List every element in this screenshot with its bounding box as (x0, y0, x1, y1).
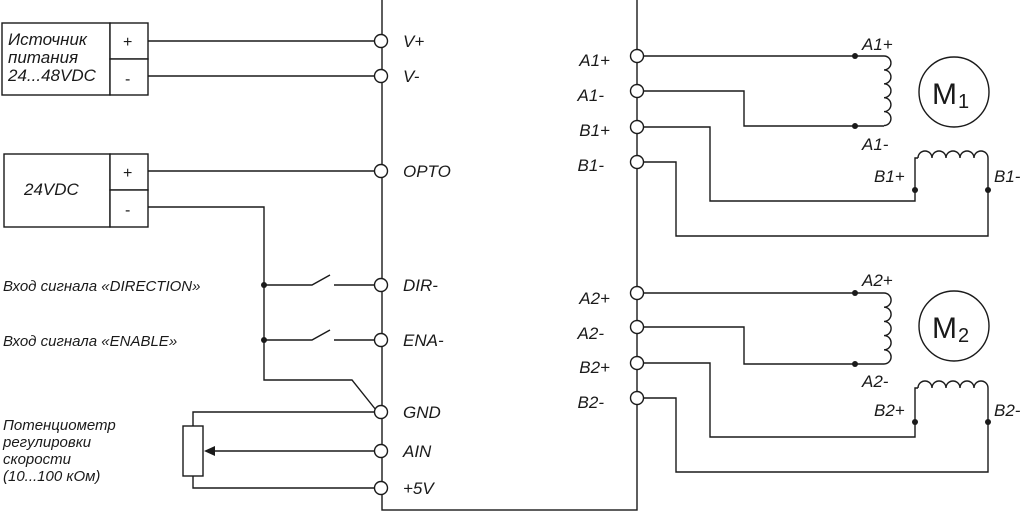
motor2-a-minus-label: A2- (861, 372, 889, 391)
terminal-label-dir: DIR- (403, 276, 438, 295)
svg-text:A1-: A1- (577, 86, 605, 105)
potentiometer-arrow (204, 446, 215, 456)
terminal-v-minus (373, 68, 389, 84)
motor2-b-plus-label: B2+ (874, 401, 905, 420)
terminal-5v (373, 480, 389, 496)
pot-label-3: скорости (3, 451, 72, 468)
svg-text:B2-: B2- (578, 393, 605, 412)
power-supply-label-2: питания (8, 48, 78, 67)
power-supply-block: Источник питания 24...48VDC + - (1, 22, 149, 96)
power-minus-sign: - (125, 71, 130, 88)
terminal-label-v-minus: V- (403, 67, 420, 86)
svg-text:B1-: B1- (578, 156, 605, 175)
motor2-symbol: M 2 (918, 290, 990, 362)
direction-input-label: Вход сигнала «DIRECTION» (3, 278, 200, 295)
junction-dot (852, 361, 858, 367)
terminal-dir (373, 277, 389, 293)
pot-label-4: (10...100 кОм) (3, 468, 100, 485)
terminal-b1-plus (629, 119, 645, 135)
junction-dot (912, 419, 918, 425)
svg-text:B2+: B2+ (579, 358, 610, 377)
terminal-label-v-plus: V+ (403, 32, 424, 51)
motor1-name: M (932, 78, 957, 111)
power-plus-sign: + (123, 34, 132, 51)
terminal-label-ain: AIN (402, 442, 432, 461)
motor2-b-minus-label: B2- (994, 401, 1021, 420)
terminal-b1-minus (629, 154, 645, 170)
terminal-label-gnd: GND (403, 403, 441, 422)
power-supply-label-3: 24...48VDC (7, 66, 97, 85)
supply-24vdc-label: 24VDC (23, 180, 80, 199)
terminal-opto (373, 163, 389, 179)
terminal-a2-minus (629, 319, 645, 335)
terminal-b2-plus (629, 355, 645, 371)
motor2-wiring (644, 290, 991, 473)
terminal-a1-minus (629, 83, 645, 99)
svg-text:A2-: A2- (577, 324, 605, 343)
motor2-sub: 2 (958, 325, 969, 347)
supply-24vdc-minus-sign: - (125, 202, 130, 219)
terminal-label-opto: OPTO (403, 162, 451, 181)
right-terminal-labels: A1+ A1- B1+ B1- A2+ A2- B2+ B2- (577, 51, 611, 412)
left-wiring (148, 40, 377, 489)
power-supply-label-1: Источник (8, 30, 88, 49)
terminal-a1-plus (629, 48, 645, 64)
left-terminals: V+ V- OPTO DIR- ENA- GND AIN +5V (373, 32, 451, 498)
supply-24vdc-block: 24VDC + - (3, 153, 149, 228)
enable-input-label: Вход сигнала «ENABLE» (3, 333, 177, 350)
motor1-a-plus-label: A1+ (861, 35, 893, 54)
terminal-v-plus (373, 33, 389, 49)
junction-dot (912, 187, 918, 193)
supply-24vdc-plus-sign: + (123, 165, 132, 182)
pot-label-1: Потенциометр (3, 417, 116, 434)
junction-dot (852, 123, 858, 129)
terminal-label-5v: +5V (403, 479, 435, 498)
junction-dot (852, 290, 858, 296)
motor1-a-minus-label: A1- (861, 135, 889, 154)
junction-dot (852, 53, 858, 59)
junction-dot (261, 337, 267, 343)
terminal-b2-minus (629, 390, 645, 406)
motor2-a-plus-label: A2+ (861, 271, 893, 290)
motor1-b-minus-label: B1- (994, 167, 1021, 186)
terminal-ain (373, 443, 389, 459)
svg-text:B1+: B1+ (579, 121, 610, 140)
motor1-b-plus-label: B1+ (874, 167, 905, 186)
terminal-a2-plus (629, 285, 645, 301)
driver-box (381, 0, 638, 511)
potentiometer (182, 425, 204, 477)
motor2-name: M (932, 312, 957, 345)
motor1-symbol: M 1 (918, 56, 990, 128)
svg-text:A2+: A2+ (578, 289, 610, 308)
pot-label-2: регулировки (2, 434, 92, 451)
junction-dot (261, 282, 267, 288)
motor1-wiring (644, 53, 991, 237)
terminal-label-ena: ENA- (403, 331, 444, 350)
junction-dot (985, 419, 991, 425)
svg-text:A1+: A1+ (578, 51, 610, 70)
motor1-sub: 1 (958, 91, 969, 113)
terminal-gnd (373, 404, 389, 420)
right-terminals (629, 48, 645, 406)
junction-dot (985, 187, 991, 193)
terminal-ena (373, 332, 389, 348)
